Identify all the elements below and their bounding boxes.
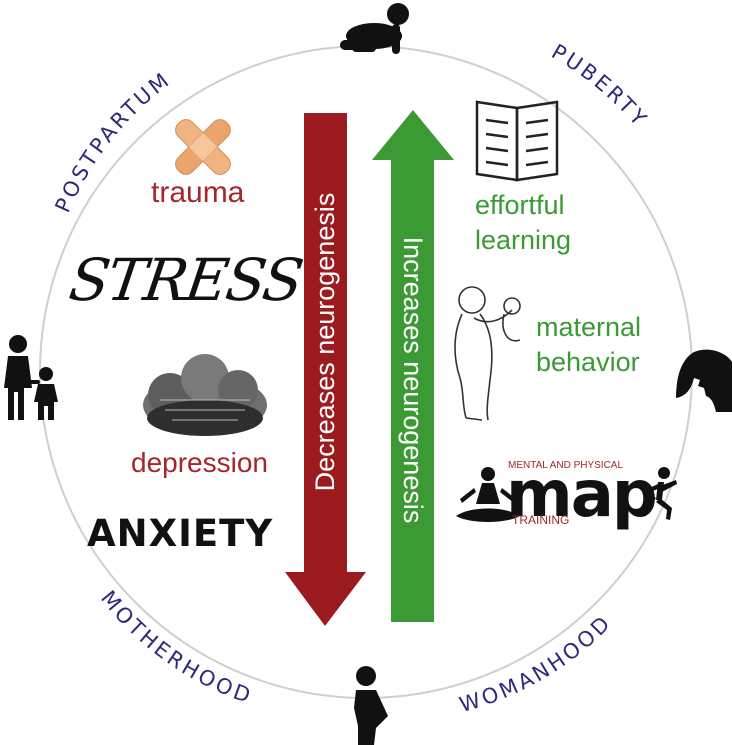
woman-profile-icon — [676, 349, 732, 412]
meditation-figure-icon — [456, 467, 520, 522]
maternal-label: maternal — [536, 312, 642, 342]
depression-label: depression — [131, 447, 268, 478]
stage-label-puberty: PUBERTY — [548, 39, 653, 132]
stage-label-womanhood: WOMANHOOD — [457, 610, 617, 717]
stage-label-motherhood: MOTHERHOOD — [96, 586, 256, 709]
crawling-baby-icon — [340, 3, 409, 54]
decreases-neurogenesis-label: Decreases neurogenesis — [310, 193, 340, 492]
decreases-neurogenesis-arrow: Decreases neurogenesis — [285, 113, 366, 626]
bandage-icon — [175, 119, 231, 175]
anxiety-label: ANXIETY — [87, 512, 274, 555]
mother-and-child-icon — [4, 335, 58, 420]
trauma-label: trauma — [151, 176, 245, 209]
stress-label: STRESS — [65, 246, 306, 314]
open-book-icon — [475, 100, 559, 182]
map-training-top-label: MENTAL AND PHYSICAL — [508, 460, 624, 471]
mother-holding-baby-icon — [454, 286, 521, 421]
running-figure-icon — [640, 467, 677, 520]
behavior-label: behavior — [536, 347, 640, 377]
increases-neurogenesis-arrow: Increases neurogenesis — [372, 110, 454, 622]
pregnant-woman-icon — [354, 666, 388, 745]
increases-neurogenesis-label: Increases neurogenesis — [398, 237, 428, 524]
map-wordmark: map — [506, 458, 658, 532]
depression-cloud-icon — [143, 354, 267, 436]
learning-label: learning — [475, 225, 572, 255]
map-training-label: TRAINING — [512, 513, 570, 527]
effortful-label: effortful — [475, 190, 565, 220]
